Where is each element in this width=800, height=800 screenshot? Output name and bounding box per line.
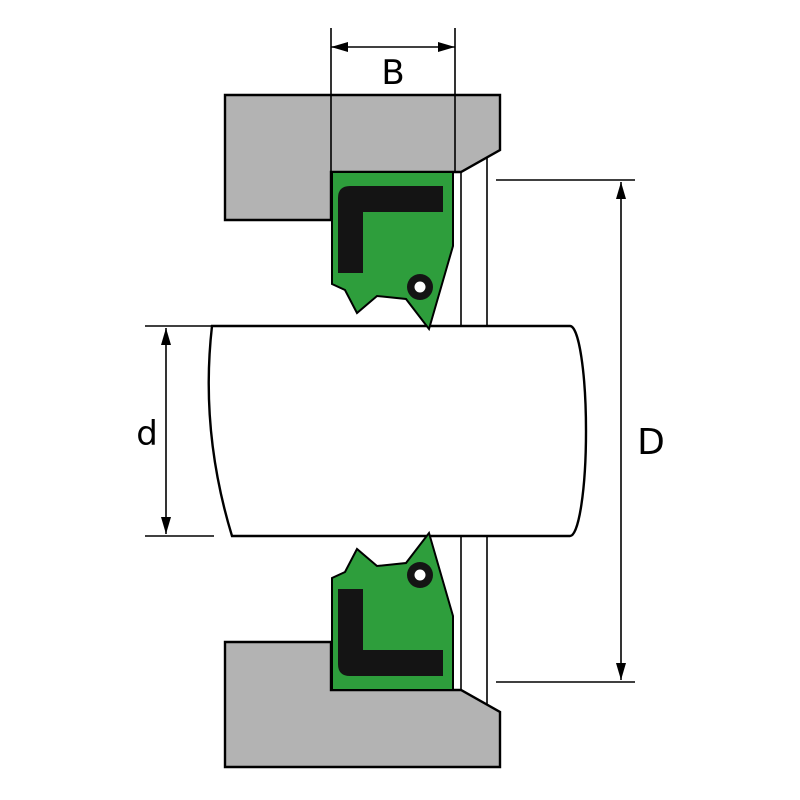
seal-metal-insert: [338, 186, 443, 273]
dimension-d-arrow-bottom-icon: [161, 517, 171, 534]
dimension-outer-d: D: [496, 179, 665, 683]
dimension-d-arrow-top-icon: [161, 328, 171, 345]
dimension-b-arrow-right-icon: [438, 42, 455, 52]
dimension-outer-d-label: D: [637, 422, 665, 463]
dimension-d: d: [136, 325, 214, 537]
dimension-outer-d-arrow-top-icon: [616, 182, 626, 199]
dimension-d-label: d: [136, 414, 158, 454]
dimension-b-arrow-left-icon: [331, 42, 348, 52]
seal-cross-section-top: [331, 171, 454, 332]
dimension-b: B: [330, 28, 456, 172]
garter-spring-inner: [414, 281, 426, 293]
shaft: [207, 324, 588, 538]
dimension-outer-d-arrow-bottom-icon: [616, 663, 626, 680]
dimension-b-label: B: [381, 53, 404, 93]
